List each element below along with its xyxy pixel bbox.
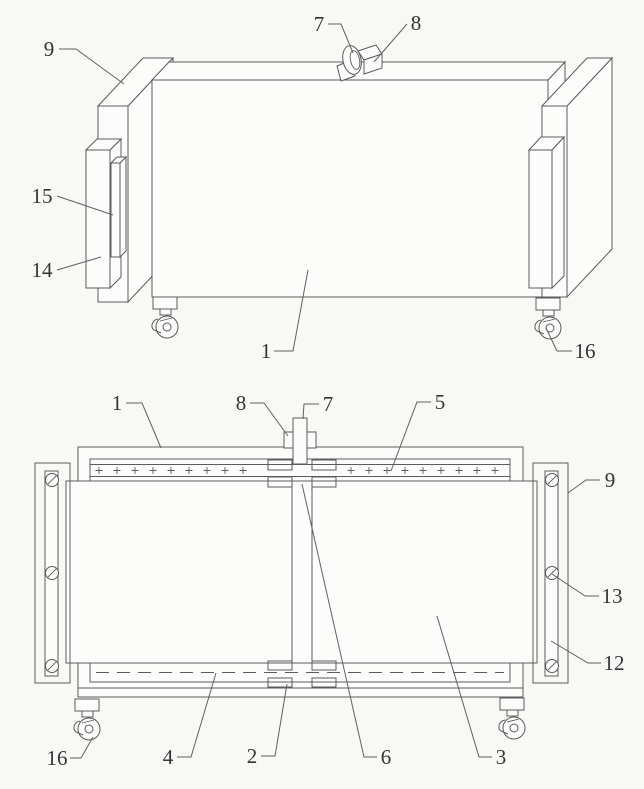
leader-line-1 (126, 402, 162, 449)
reference-label-16: 16 (47, 746, 68, 770)
top-roller-device (336, 44, 383, 82)
leader-line-13 (551, 573, 599, 597)
right-panel-bar (527, 135, 566, 290)
center-divider (291, 480, 313, 664)
leader-line-16 (70, 736, 94, 759)
leader-line-8 (373, 23, 408, 63)
reference-label-9: 9 (605, 468, 616, 492)
reference-label-12: 12 (604, 651, 625, 675)
leader-line-2 (261, 683, 288, 757)
reference-label-8: 8 (411, 11, 422, 35)
reference-label-6: 6 (381, 745, 392, 769)
screw-icon (45, 566, 59, 580)
screw-icon (45, 473, 59, 487)
cabinet-box (150, 60, 567, 299)
leader-line-15 (56, 195, 114, 216)
leader-line-16 (545, 327, 572, 352)
caster-icon (498, 697, 526, 740)
box-front-face (151, 79, 549, 298)
labels-perspective: 9 7 8 15 14 1 16 (32, 11, 596, 363)
reference-label-7: 7 (314, 12, 325, 36)
leader-line-7 (302, 403, 319, 420)
reference-label-3: 3 (496, 745, 507, 769)
screw-icon (545, 659, 559, 673)
reference-label-16: 16 (575, 339, 596, 363)
leader-line-12 (550, 640, 601, 664)
reference-label-2: 2 (247, 744, 258, 768)
reference-label-15: 15 (32, 184, 53, 208)
reference-label-5: 5 (435, 390, 446, 414)
labels-front-section: 1 8 7 5 9 13 12 16 4 2 6 3 (47, 390, 625, 770)
leader-line-4 (177, 672, 217, 758)
right-clamp-bar (532, 462, 569, 684)
bottom-rail (89, 662, 511, 683)
reference-label-14: 14 (32, 258, 54, 282)
leader-line-3 (436, 615, 492, 758)
leader-line-9 (567, 479, 600, 494)
post-right-block (306, 431, 317, 449)
leader-line-14 (56, 256, 102, 271)
leader-line-6 (301, 483, 377, 758)
leader-line-8 (250, 402, 289, 437)
right-side-panel (527, 56, 614, 299)
figure-front-section-view: 1 8 7 5 9 13 12 16 4 2 6 3 (34, 390, 625, 770)
bearing-blocks (267, 459, 337, 688)
caster-icon (73, 698, 101, 741)
reference-label-9: 9 (44, 37, 55, 61)
leader-line-7 (328, 23, 354, 54)
top-rail (89, 458, 511, 482)
reference-label-4: 4 (163, 745, 174, 769)
rail-plus-marks (95, 467, 499, 474)
reference-label-7: 7 (323, 392, 334, 416)
handle-bar (109, 155, 128, 259)
post-shaft (292, 417, 308, 465)
top-post (283, 417, 317, 465)
reference-label-1: 1 (261, 339, 272, 363)
right-display-panel (311, 480, 538, 664)
left-clamp-bar (34, 462, 71, 684)
leader-line-5 (390, 401, 431, 472)
figure-perspective-view: 9 7 8 15 14 1 16 (32, 11, 614, 363)
screw-icon (45, 659, 59, 673)
left-display-panel (65, 480, 293, 664)
post-left-block (283, 431, 294, 449)
leader-line-1 (274, 269, 309, 352)
caster-icon (151, 296, 179, 339)
reference-label-13: 13 (602, 584, 623, 608)
reference-label-1: 1 (112, 391, 123, 415)
leader-line-9 (59, 48, 125, 85)
reference-label-8: 8 (236, 391, 247, 415)
screw-icon (545, 473, 559, 487)
